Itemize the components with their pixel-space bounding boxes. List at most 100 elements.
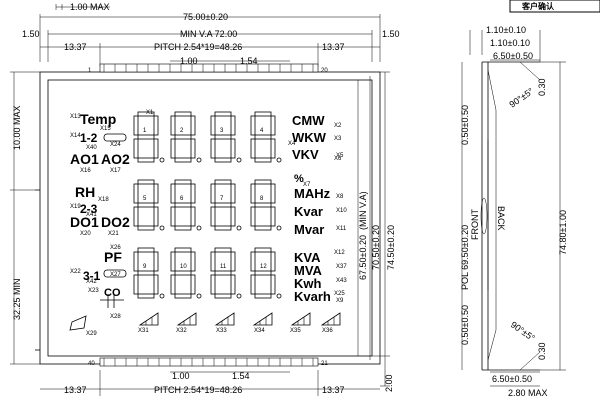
segment	[174, 134, 192, 140]
segment	[170, 183, 176, 204]
x-label-28: X28	[110, 314, 121, 320]
x-label-1: X1	[146, 110, 154, 116]
segment	[174, 157, 192, 163]
segment	[214, 225, 232, 231]
segment	[254, 134, 272, 140]
x-label-3: X3	[334, 136, 342, 142]
seven-segment-digit: 1	[133, 111, 165, 163]
pin-label-20: 20	[321, 68, 328, 74]
decimal-point	[159, 225, 165, 231]
bar-graph-icon	[176, 312, 197, 326]
x-label-27: X27	[110, 272, 121, 278]
label-3-1: 3-1	[83, 269, 101, 283]
segment	[133, 115, 139, 136]
label-kvar: Kvar	[294, 204, 323, 219]
segment	[137, 111, 155, 117]
x-label-2: X2	[334, 123, 342, 129]
segment	[174, 202, 192, 208]
segment	[230, 183, 236, 204]
bar-graph-icons	[138, 312, 341, 326]
digit-number-label: 7	[220, 196, 224, 202]
bar-graph-icon	[320, 312, 341, 326]
x-label-23: X23	[88, 288, 99, 294]
side-dim-6-50-bottom: 6.50±0.50	[492, 374, 532, 384]
segment	[190, 183, 196, 204]
segment	[170, 138, 176, 159]
segment	[254, 225, 272, 231]
x-label-43: X43	[336, 278, 347, 284]
x-label-15: X15	[100, 126, 111, 132]
corner-note: 客户确认	[509, 0, 600, 13]
bar-graph-icon	[214, 312, 235, 326]
dim-70-50: 70.50±0.20	[371, 225, 381, 270]
segment	[174, 293, 192, 299]
x-label-42: X42	[86, 279, 97, 285]
dim-32-25-min: 32.25 MIN	[12, 278, 22, 320]
pin-strip	[99, 63, 319, 73]
segment	[214, 157, 232, 163]
capacitor-icon	[100, 294, 124, 308]
digit-number-label: 3	[220, 128, 224, 134]
pin-label-40: 40	[88, 361, 95, 367]
seven-segment-digit: 6	[170, 179, 202, 231]
segment	[230, 274, 236, 295]
seven-segment-digit: 2	[170, 111, 202, 163]
side-angle-bottom: 90°±5°	[509, 319, 537, 343]
corner-square-icon	[69, 315, 87, 331]
segment	[153, 251, 159, 272]
side-view: 1.10±0.10 1.10±0.10 6.50±0.50 0.30 0.30 …	[460, 25, 568, 398]
segment	[190, 138, 196, 159]
segment	[210, 251, 216, 272]
x-label-25: X25	[334, 291, 345, 297]
bar-graph-icon	[290, 312, 311, 326]
label-ao2: AO2	[101, 151, 130, 167]
label-co: CO	[104, 287, 121, 299]
left-dimensions: 10.00 MAX 32.25 MIN	[10, 71, 40, 365]
arrow-segment-1	[103, 133, 127, 142]
pin-label-21: 21	[321, 361, 328, 367]
segment	[137, 202, 155, 208]
segment	[270, 274, 276, 295]
dim-1-54-top: 1.54	[240, 56, 258, 66]
side-front-label: FRONT	[470, 209, 480, 240]
bar-graph-icon	[138, 312, 159, 326]
segment	[174, 179, 192, 185]
segment	[137, 225, 155, 231]
segment	[133, 251, 139, 272]
segment	[170, 206, 176, 227]
x-label-20: X20	[80, 231, 91, 237]
segment	[153, 115, 159, 136]
x-label-14: X14	[70, 133, 81, 139]
x-label-17: X17	[110, 168, 121, 174]
segment	[137, 247, 155, 253]
decimal-point	[196, 293, 202, 299]
x-label-34: X34	[254, 328, 265, 334]
side-back-label: BACK	[496, 206, 506, 231]
x-label-18: X18	[98, 197, 109, 203]
segment	[210, 138, 216, 159]
segment	[210, 274, 216, 295]
x-label-9: X9	[336, 298, 344, 304]
decimal-point	[276, 293, 282, 299]
side-dim-0-30-top: 0.30	[537, 78, 547, 96]
dim-74-50: 74.50±0.20	[386, 225, 396, 270]
segment	[230, 115, 236, 136]
segment	[254, 202, 272, 208]
right-dimensions: 67.50±0.20 (MIN V.A) 70.50±0.20 74.50±0.…	[357, 71, 396, 392]
label-2-3: 2-3	[80, 202, 98, 216]
segment	[153, 274, 159, 295]
pin-comb-top	[99, 63, 319, 73]
segment	[190, 274, 196, 295]
dim-13-37-bottom-right: 13.37	[322, 385, 345, 395]
x-label-41: X41	[86, 212, 97, 218]
top-dimensions: 1.00 MAX 75.00±0.20 MIN V.A 72.00 1.50 1…	[22, 2, 400, 66]
x-label-35: X35	[290, 328, 301, 334]
segment-x-labels: X13 X15 X14 X40 X24 X16 X17 X18 X19 X41 …	[70, 110, 347, 337]
dim-67-50: 67.50±0.20	[358, 235, 368, 280]
label-kvarh: Kvarh	[294, 289, 331, 304]
pin-label-1: 1	[88, 68, 92, 74]
x-label-6: X6	[334, 156, 342, 162]
segment	[254, 293, 272, 299]
side-angle-top: 90°±5°	[507, 86, 535, 110]
